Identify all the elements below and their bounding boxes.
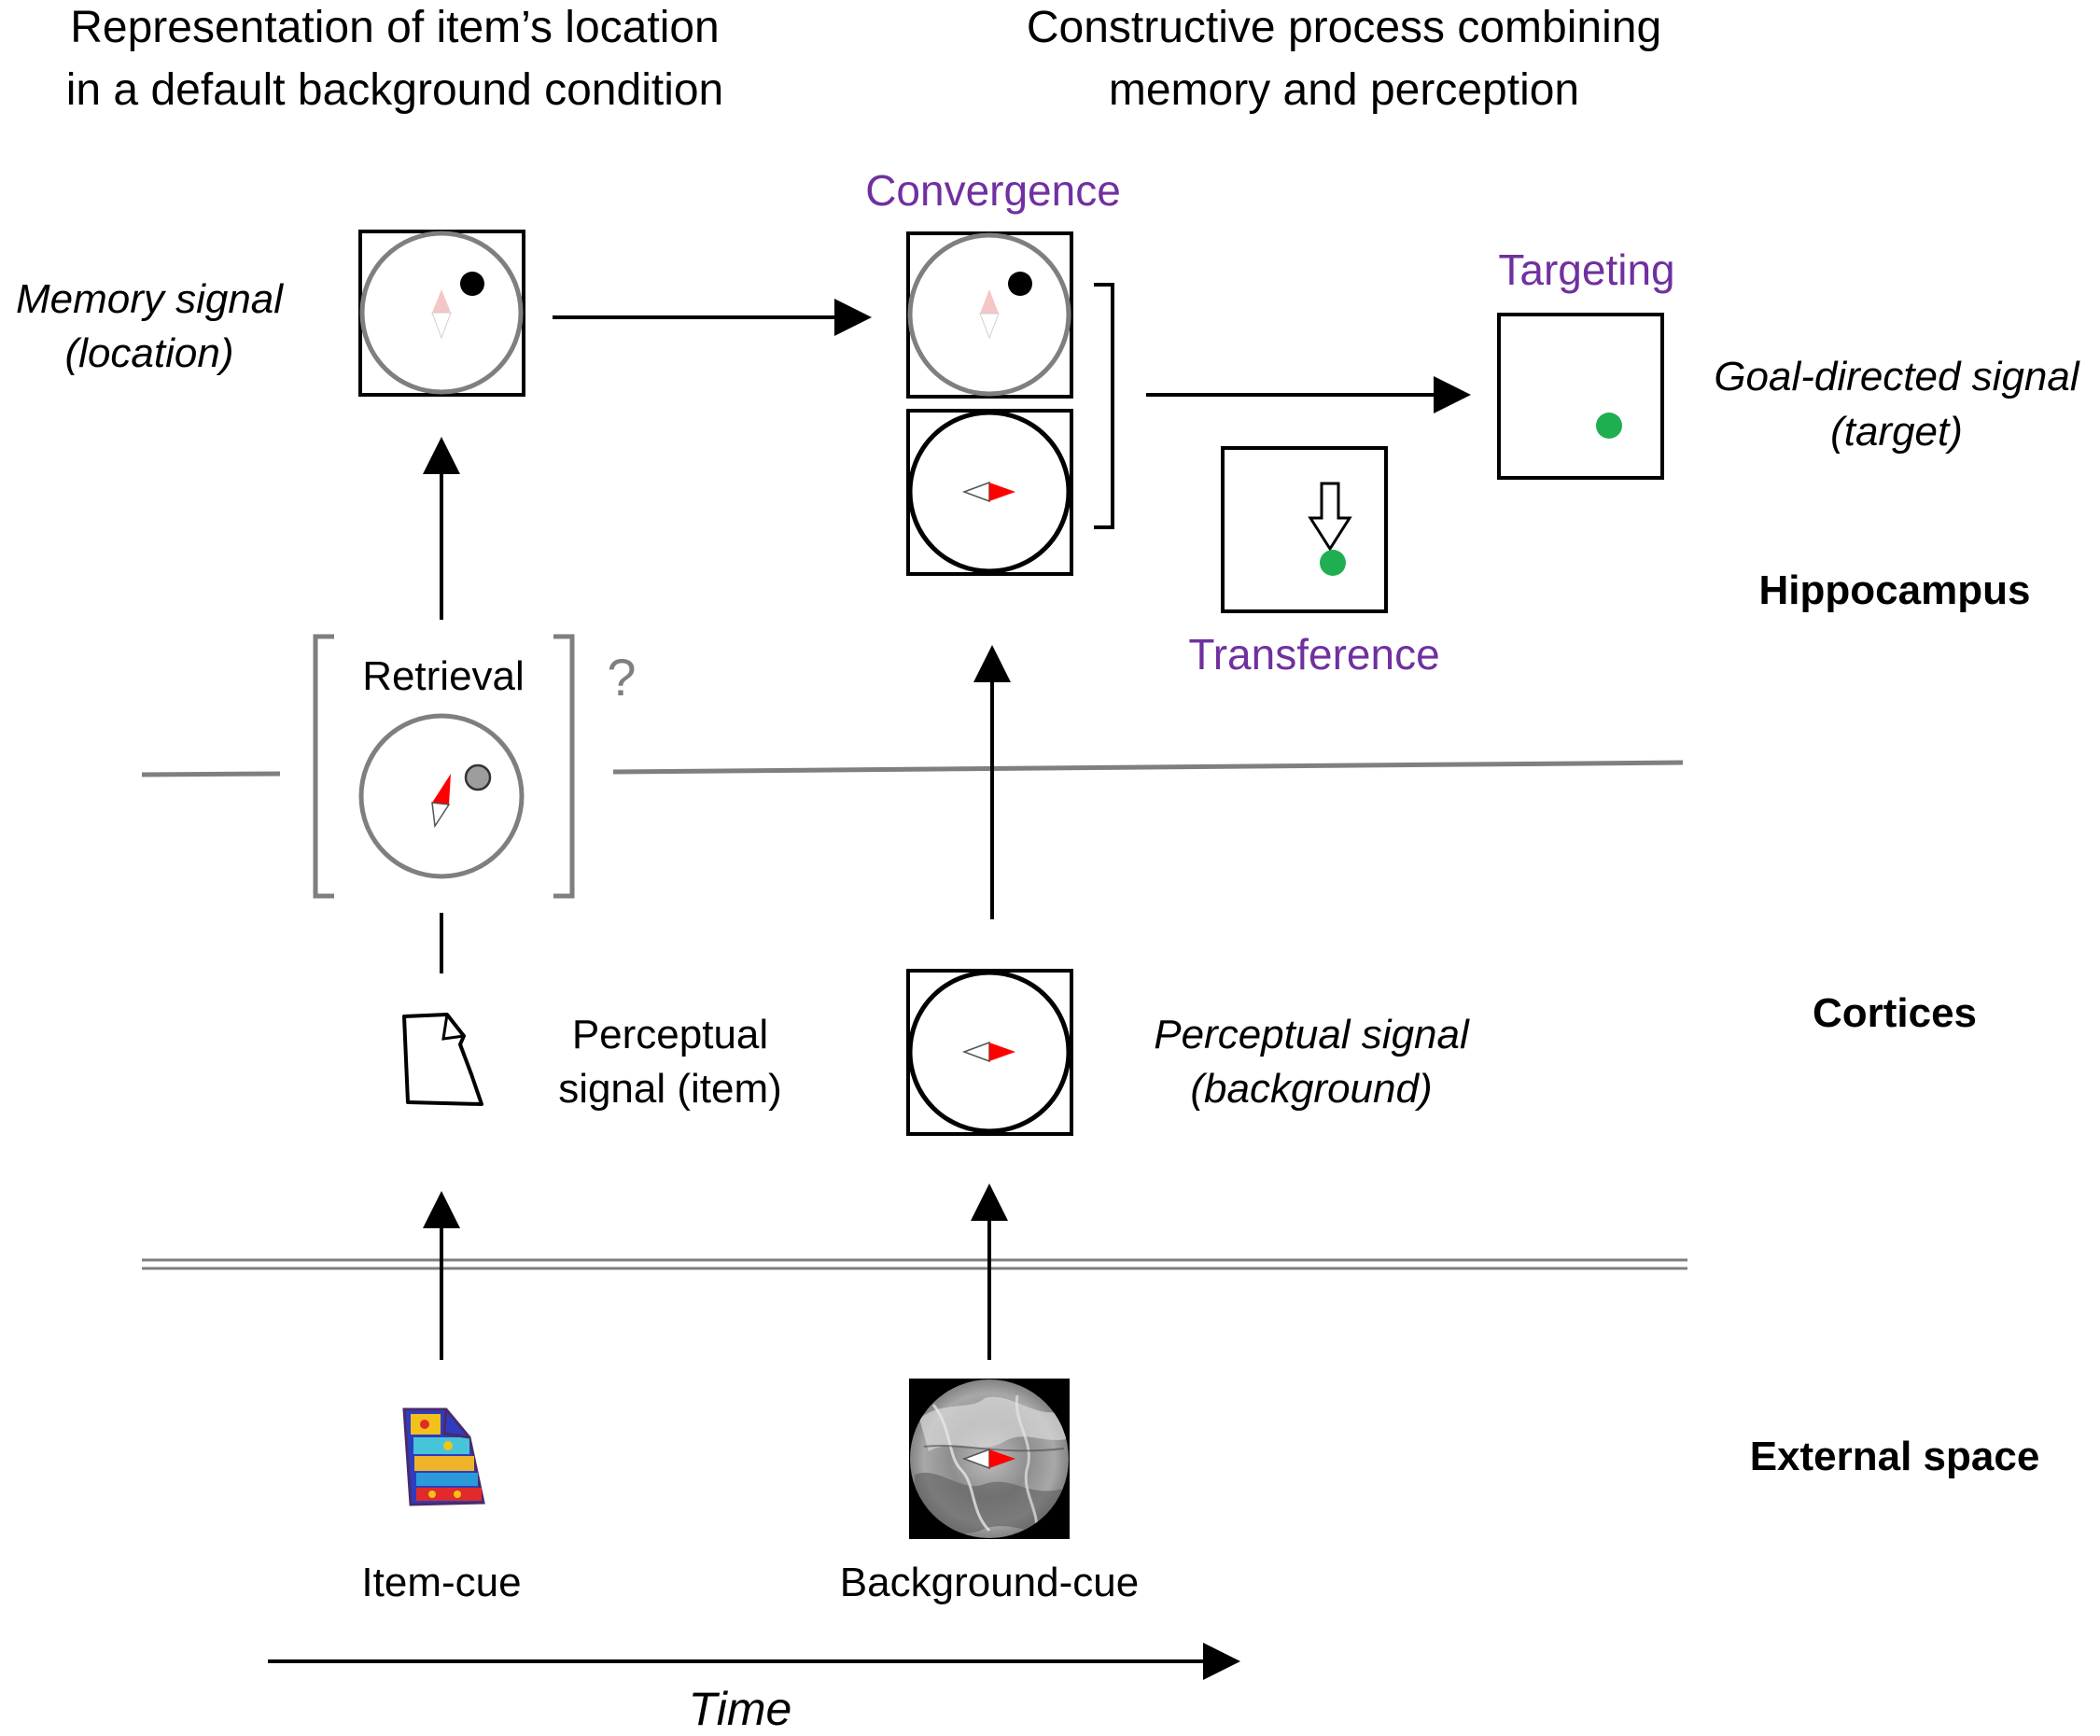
- transference-box: [1221, 446, 1388, 613]
- left-heading-line2: in a default background condition: [66, 65, 724, 115]
- perceptual-background-box: [906, 969, 1073, 1136]
- targeting-box: [1497, 313, 1664, 480]
- background-cue-image: [909, 1379, 1070, 1539]
- target-dot: [1320, 550, 1346, 576]
- convergence-memory-box: [906, 231, 1073, 399]
- goal-directed-label-line1: Goal-directed signal: [1714, 354, 2080, 399]
- memory-location-dot: [460, 272, 484, 296]
- item-cue-icon: [402, 1407, 485, 1506]
- goal-directed-label-line2: (target): [1830, 409, 1963, 455]
- retrieval-group: Retrieval ?: [313, 634, 637, 899]
- region-label-hippocampus: Hippocampus: [1759, 567, 2031, 613]
- retrieved-location-dot: [464, 763, 492, 791]
- retrieval-label: Retrieval: [362, 653, 525, 699]
- hippocampus-cortex-boundary: [141, 771, 281, 777]
- compass-icon: [961, 1041, 1015, 1063]
- transference-label: Transference: [1188, 630, 1439, 679]
- targeting-label: Targeting: [1498, 245, 1674, 294]
- retrieval-left-bracket: [313, 634, 334, 899]
- region-label-cortices: Cortices: [1813, 990, 1977, 1036]
- perceptual-item-label-line1: Perceptual: [572, 1012, 768, 1057]
- hippocampus-cortex-boundary: [612, 760, 1684, 775]
- perceptual-background-label-line1: Perceptual signal: [1154, 1012, 1470, 1057]
- retrieval-right-bracket: [553, 634, 575, 899]
- memory-signal-box: [358, 230, 525, 397]
- perceptual-background-label-line2: (background): [1190, 1066, 1432, 1112]
- faded-compass-icon: [431, 289, 452, 340]
- memory-signal-label-line1: Memory signal: [16, 276, 284, 322]
- convergence-perception-box: [906, 409, 1073, 576]
- convergence-bracket: [1094, 283, 1114, 529]
- map-texture: [915, 1394, 1069, 1536]
- retrieval-question-mark: ?: [607, 648, 636, 707]
- perceptual-item-label-line2: signal (item): [558, 1066, 782, 1112]
- down-arrow-icon: [1308, 482, 1352, 552]
- right-heading-line2: memory and perception: [1109, 65, 1579, 115]
- compass-icon: [961, 481, 1015, 503]
- time-label: Time: [689, 1683, 792, 1735]
- background-cue-label: Background-cue: [840, 1560, 1139, 1605]
- memory-signal-label-line2: (location): [65, 330, 234, 376]
- item-outline-icon: [402, 1013, 483, 1106]
- item-cue-label: Item-cue: [361, 1560, 521, 1605]
- compass-icon: [431, 774, 451, 829]
- region-label-external-space: External space: [1750, 1434, 2040, 1479]
- faded-compass-icon: [979, 289, 1000, 340]
- convergence-label: Convergence: [865, 166, 1121, 215]
- left-heading-line1: Representation of item’s location: [70, 3, 720, 52]
- compass-icon: [961, 1448, 1015, 1470]
- right-heading-line1: Constructive process combining: [1027, 3, 1661, 52]
- target-dot: [1596, 413, 1622, 439]
- memory-location-dot: [1008, 272, 1032, 296]
